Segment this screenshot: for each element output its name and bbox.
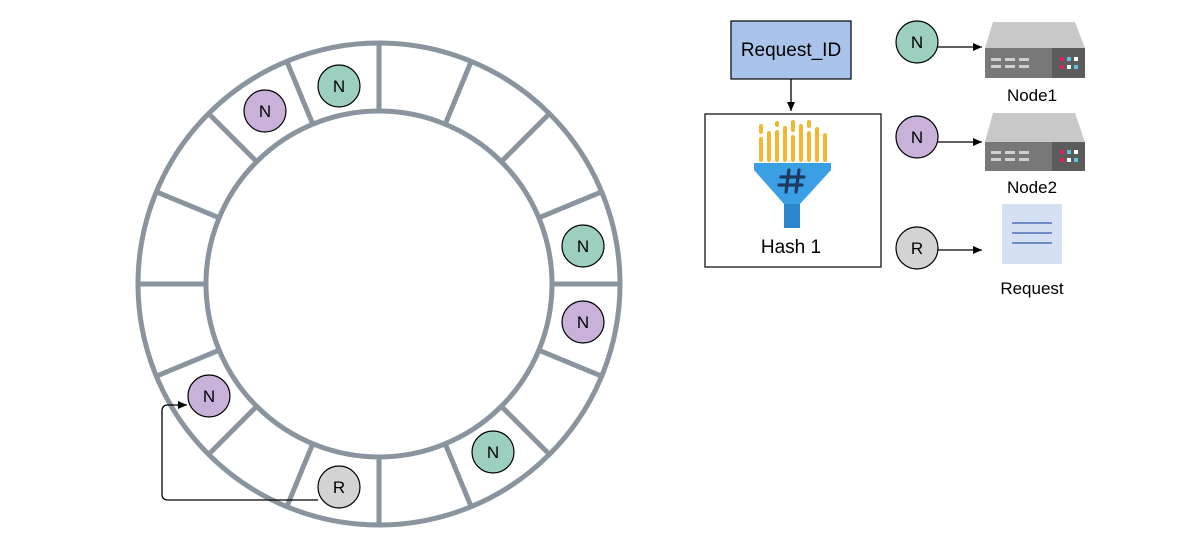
request-routing-arrow (161, 401, 318, 501)
ring-node-marker: N (561, 224, 605, 268)
node-circle (471, 430, 515, 474)
ring-divider (442, 442, 474, 508)
legend-item-node1: N Node1 (895, 20, 1085, 105)
ring-inner-circle (203, 108, 555, 460)
node-marker-label: N (487, 443, 499, 462)
ring-divider (155, 347, 221, 379)
node-circle (561, 224, 605, 268)
node-marker-label: N (203, 387, 215, 406)
server-icon (985, 22, 1085, 78)
hash-pipeline: Request_ID (704, 20, 882, 268)
ring-divider (537, 347, 603, 379)
legend-node1-badge-label: N (911, 33, 923, 52)
ring-node-marker: N (317, 64, 361, 108)
legend-node1-badge (895, 20, 939, 64)
ring-node-marker: N (187, 374, 231, 418)
server-icon (985, 113, 1085, 171)
node-marker-label: N (577, 313, 589, 332)
ring-divider (206, 111, 259, 164)
legend-node2-label: Node2 (1007, 178, 1057, 197)
legend-item-node2: N Node2 (895, 113, 1085, 197)
ring-node-marker: N (243, 89, 287, 133)
hash-ring (135, 40, 623, 528)
request-marker-label: R (333, 478, 345, 497)
document-icon (1002, 204, 1062, 264)
legend: N Node1 (895, 20, 1085, 298)
node-circle (243, 89, 287, 133)
ring-node-marker: N (561, 300, 605, 344)
hash-function-label: Hash 1 (761, 237, 821, 258)
request-circle (317, 465, 361, 509)
legend-node2-badge (895, 115, 939, 159)
node-marker-label: N (259, 102, 271, 121)
ring-divider (284, 442, 316, 508)
ring-markers: N N N N N N R (187, 64, 605, 509)
ring-divider (499, 111, 552, 164)
ring-node-marker: N (471, 430, 515, 474)
legend-item-request: R Request (895, 204, 1064, 298)
node-marker-label: N (577, 237, 589, 256)
legend-request-badge (895, 226, 939, 270)
node-circle (561, 300, 605, 344)
ring-request-marker: R (317, 465, 361, 509)
legend-node1-label: Node1 (1007, 86, 1057, 105)
hash-funnel-icon (754, 120, 831, 228)
legend-request-label: Request (1000, 279, 1064, 298)
ring-divider (537, 189, 603, 221)
request-id-box (730, 20, 852, 80)
ring-divider (155, 189, 221, 221)
ring-divider (206, 404, 259, 457)
ring-divider (442, 60, 474, 126)
request-id-label: Request_ID (741, 40, 841, 61)
legend-node2-badge-label: N (911, 128, 923, 147)
ring-divider (499, 404, 552, 457)
node-circle (187, 374, 231, 418)
ring-segment-dividers (138, 43, 620, 525)
node-circle (317, 64, 361, 108)
legend-request-badge-label: R (911, 239, 923, 258)
ring-divider (284, 60, 316, 126)
node-marker-label: N (333, 77, 345, 96)
